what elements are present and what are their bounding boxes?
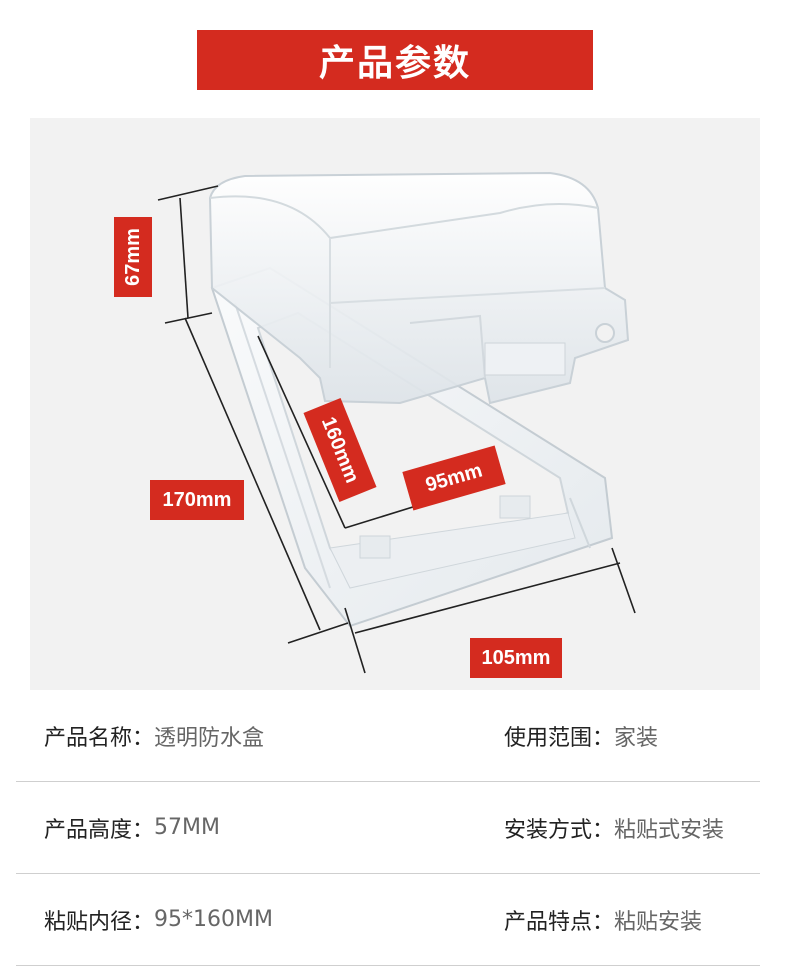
spec-value: 57MM (154, 815, 220, 840)
spec-row-3: 粘贴内径： 95*160MM 产品特点： 粘贴安装 (16, 874, 760, 966)
page-title: 产品参数 (197, 30, 593, 90)
spec-label: 安装方式： (504, 817, 615, 843)
spec-item-inner-diameter: 粘贴内径： 95*160MM (44, 874, 273, 965)
product-figure: 67mm 170mm 160mm 95mm 105mm (30, 118, 760, 690)
spec-item-features: 产品特点： 粘贴安装 (504, 874, 702, 965)
spec-item-usage-scope: 使用范围： 家装 (504, 690, 658, 781)
dimension-lines (157, 185, 636, 674)
dimension-label-height: 67mm (114, 217, 152, 297)
spec-value: 家装 (614, 725, 659, 751)
spec-label: 使用范围： (504, 725, 615, 751)
spec-label: 产品特点： (504, 909, 615, 935)
spec-item-product-height: 产品高度： 57MM (44, 782, 220, 873)
spec-item-product-name: 产品名称： 透明防水盒 (44, 690, 264, 781)
spec-label: 产品高度： (44, 817, 155, 843)
transparent-lid (208, 171, 630, 405)
dimension-label-length: 170mm (150, 480, 244, 520)
waterproof-box-illustration (157, 171, 636, 674)
spec-item-install-method: 安装方式： 粘贴式安装 (504, 782, 724, 873)
dimension-label-width: 105mm (470, 638, 562, 678)
spec-label: 粘贴内径： (44, 909, 155, 935)
spec-value: 透明防水盒 (154, 725, 265, 751)
spec-row-2: 产品高度： 57MM 安装方式： 粘贴式安装 (16, 782, 760, 874)
spec-value: 粘贴式安装 (614, 817, 725, 843)
spec-value: 95*160MM (154, 907, 273, 932)
spec-row-1: 产品名称： 透明防水盒 使用范围： 家装 (16, 690, 760, 782)
spec-label: 产品名称： (44, 725, 155, 751)
spec-value: 粘贴安装 (614, 909, 703, 935)
